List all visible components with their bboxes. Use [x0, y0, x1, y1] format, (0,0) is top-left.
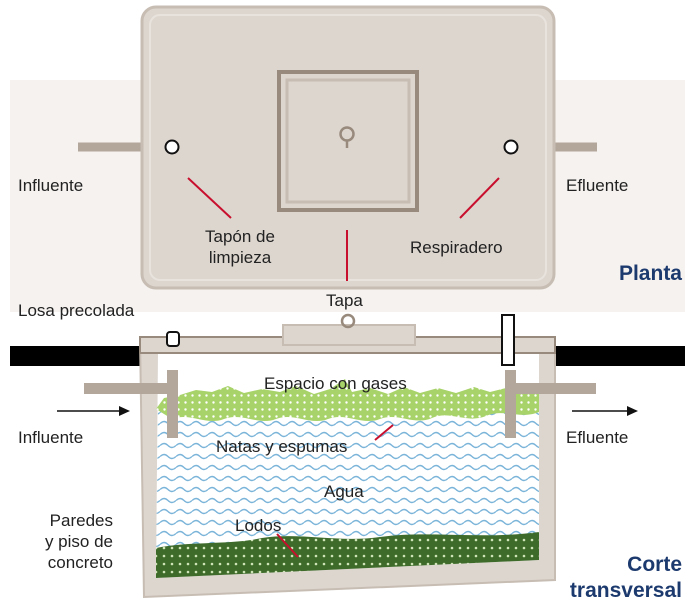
cleanout-label: Tapón de limpieza — [185, 226, 295, 268]
section-title-line2: transversal — [569, 579, 682, 602]
outflow-arrowhead — [627, 406, 638, 416]
section-inlet-pipe — [84, 383, 170, 394]
plan-view-title: Planta — [618, 262, 682, 285]
section-inlet-tee — [167, 370, 178, 438]
walls-label-line2: y piso de — [44, 532, 113, 551]
water-layer — [156, 407, 539, 566]
section-outlet-label: Efluente — [566, 428, 629, 447]
section-lid-handle-icon — [340, 313, 356, 329]
scum-leader-line — [374, 424, 394, 441]
gas-space-label: Espacio con gases — [264, 374, 407, 393]
sludge-label: Lodos — [235, 516, 282, 535]
walls-label-line1: Paredes — [49, 511, 113, 530]
scum-layer — [156, 379, 539, 422]
cleanout-leader-line — [187, 177, 232, 219]
plan-lid — [277, 70, 419, 212]
plan-outlet-label: Efluente — [566, 176, 629, 195]
slab-label: Losa precolada — [18, 301, 135, 320]
lid-label: Tapa — [326, 291, 363, 310]
plan-inlet-label: Influente — [18, 176, 84, 195]
section-lid — [282, 324, 416, 346]
plan-lid-inner — [285, 78, 411, 204]
scum-label: Natas y espumas — [216, 437, 348, 456]
section-cleanout-plug — [166, 331, 180, 347]
section-view-title: Corte transversal — [570, 552, 682, 604]
cleanout-label-line2: limpieza — [208, 248, 272, 267]
sludge-layer — [156, 532, 539, 578]
vent-icon — [503, 139, 519, 155]
ground-right — [555, 346, 685, 366]
vent-label: Respiradero — [410, 238, 503, 257]
walls-label-line3: concreto — [47, 553, 113, 572]
walls-label: Paredes y piso de concreto — [18, 510, 113, 573]
section-vent-pipe — [501, 314, 515, 366]
section-outlet-pipe — [507, 383, 596, 394]
cleanout-plug-icon — [164, 139, 180, 155]
vent-leader-line — [459, 177, 500, 219]
sludge-leader-line — [276, 533, 299, 558]
inflow-arrowhead — [119, 406, 130, 416]
section-inlet-label: Influente — [18, 428, 84, 447]
section-outlet-tee — [505, 370, 516, 438]
ground-left — [10, 346, 140, 366]
water-label: Agua — [324, 482, 364, 501]
section-title-line1: Corte — [627, 553, 682, 576]
cleanout-label-line1: Tapón de — [205, 227, 275, 246]
